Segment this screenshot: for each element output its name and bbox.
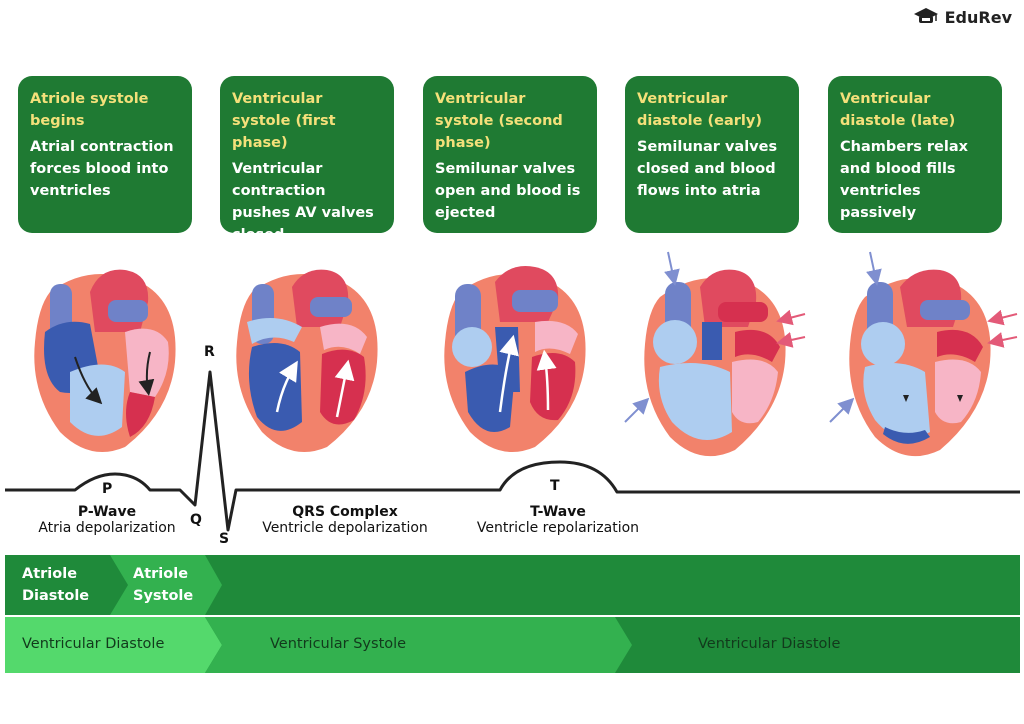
t-wave-desc: Ventricle repolarization [476, 520, 640, 536]
ecg-point-q: Q [190, 512, 202, 528]
p-wave-desc: Atria depolarization [38, 520, 176, 536]
phase-body: Semilunar valves closed and blood flows … [637, 139, 778, 199]
phase-title: Ventricular diastole (early) [637, 91, 762, 129]
atriole-diastole-label: Atriole Diastole [22, 566, 90, 604]
edurev-logo: EduRev [913, 6, 1012, 28]
heart-illustration-4 [624, 251, 806, 457]
qrs-title: QRS Complex [292, 504, 398, 520]
phase-body: Ventricular contraction pushes AV valves… [232, 161, 374, 243]
heart-illustration-1 [34, 269, 176, 452]
qrs-label: QRS Complex Ventricle depolarization [245, 504, 445, 536]
phase-card-5: Ventricular diastole (late) Chambers rel… [828, 76, 1002, 233]
graduation-cap-icon [913, 8, 938, 23]
ecg-point-s: S [219, 531, 230, 547]
ventricular-diastole-label-2: Ventricular Diastole [698, 636, 841, 652]
atrial-timeline-band [5, 555, 1020, 615]
qrs-desc: Ventricle depolarization [262, 520, 428, 536]
ecg-trace [5, 370, 1020, 532]
phase-title: Atriole systole begins [30, 91, 149, 129]
ecg-point-t: T [550, 478, 560, 494]
phase-card-1: Atriole systole begins Atrial contractio… [18, 76, 192, 233]
heart-illustration-5 [829, 251, 1018, 457]
phase-card-4: Ventricular diastole (early) Semilunar v… [625, 76, 799, 233]
phase-title: Ventricular diastole (late) [840, 91, 956, 129]
phase-body: Chambers relax and blood fills ventricle… [840, 139, 968, 221]
phase-body: Atrial contraction forces blood into ven… [30, 139, 174, 199]
t-wave-label: T-Wave Ventricle repolarization [458, 504, 658, 536]
ecg-point-r: R [204, 344, 215, 360]
heart-illustration-2 [236, 269, 378, 452]
ventricular-timeline-band [5, 617, 1020, 673]
phase-card-3: Ventricular systole (second phase) Semil… [423, 76, 597, 233]
p-wave-title: P-Wave [77, 504, 137, 520]
p-wave-label: P-Wave Atria depolarization [22, 504, 192, 536]
ecg-point-p: P [102, 481, 113, 497]
heart-illustration-3 [444, 266, 586, 452]
atriole-systole-label: Atriole Systole [133, 566, 194, 604]
brand-name: EduRev [944, 7, 1012, 27]
ventricular-systole-label: Ventricular Systole [270, 636, 407, 652]
phase-card-2: Ventricular systole (first phase) Ventri… [220, 76, 394, 243]
ventricular-diastole-label-1: Ventricular Diastole [22, 636, 165, 652]
phase-title: Ventricular systole (first phase) [232, 91, 336, 151]
t-wave-title: T-Wave [530, 504, 586, 520]
phase-body: Semilunar valves open and blood is eject… [435, 161, 581, 221]
phase-title: Ventricular systole (second phase) [435, 91, 563, 151]
